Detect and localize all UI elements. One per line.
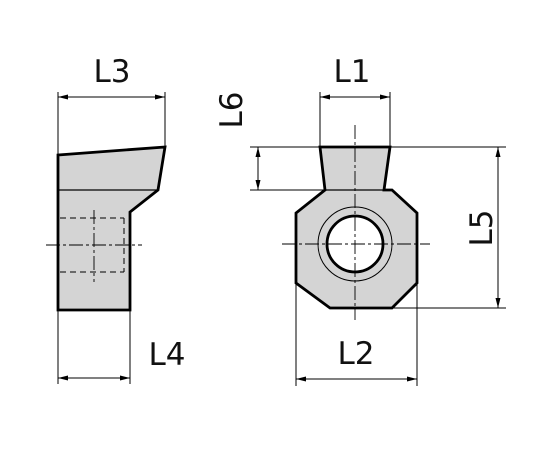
side-view-body (56, 145, 167, 312)
front-view: L1 L6 L5 L2 (214, 54, 506, 386)
L4-label: L4 (149, 337, 186, 373)
L5-label: L5 (464, 210, 500, 247)
L1-label: L1 (334, 54, 371, 90)
L3-label: L3 (94, 54, 131, 90)
L2-label: L2 (338, 336, 375, 372)
L6-label: L6 (214, 92, 250, 129)
side-view: L3 L4 (46, 54, 186, 384)
